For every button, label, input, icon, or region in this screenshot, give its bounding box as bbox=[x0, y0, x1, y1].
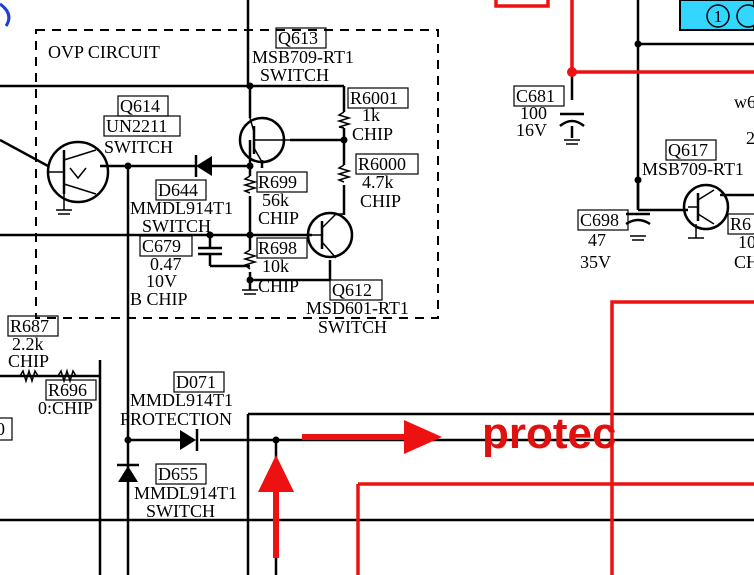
d644-role: SWITCH bbox=[142, 216, 211, 236]
c698-ref: C698 bbox=[580, 210, 619, 230]
ovp-boundary bbox=[35, 29, 439, 319]
r696-ref: R696 bbox=[48, 380, 87, 400]
q614-part: UN2211 bbox=[106, 116, 167, 136]
blue-edge-arc bbox=[0, 2, 11, 27]
ground-symbols bbox=[242, 289, 258, 295]
r696-value: 0:CHIP bbox=[38, 398, 93, 418]
right-r-value-clipped: 10 bbox=[738, 232, 754, 252]
c679-voltage: 10V bbox=[146, 271, 177, 291]
r698-ref: R698 bbox=[258, 238, 297, 258]
r698-type: CHIP bbox=[258, 276, 299, 296]
d071-part: MMDL914T1 bbox=[130, 390, 233, 410]
r687-type: CHIP bbox=[8, 351, 49, 371]
ref-boxes bbox=[0, 27, 754, 485]
d071-ref: D071 bbox=[176, 372, 216, 392]
d655-part: MMDL914T1 bbox=[134, 483, 237, 503]
r687-value: 2.2k bbox=[12, 334, 44, 354]
ovp-block-title: OVP CIRCUIT bbox=[48, 42, 160, 62]
q613-part: MSB709-RT1 bbox=[252, 47, 354, 67]
q613-role: SWITCH bbox=[260, 65, 329, 85]
c681-capacitor bbox=[559, 112, 585, 145]
r698-value: 10k bbox=[262, 256, 289, 276]
q612-transistor bbox=[306, 211, 354, 259]
c679-ref: C679 bbox=[142, 236, 181, 256]
r6000-value: 4.7k bbox=[362, 172, 394, 192]
r699-type: CHIP bbox=[258, 208, 299, 228]
c679-capacitor bbox=[198, 235, 250, 268]
r6000-ref: R6000 bbox=[358, 154, 406, 174]
q612-ref: Q612 bbox=[332, 280, 372, 300]
r6000-type: CHIP bbox=[360, 191, 401, 211]
right-r-ref-clipped: R6 bbox=[730, 214, 751, 234]
marker-label: 1 bbox=[714, 7, 723, 26]
r687-ref: R687 bbox=[10, 316, 49, 336]
junction-dots bbox=[124, 40, 642, 444]
c681-value: 100 bbox=[520, 103, 547, 123]
d071-diode bbox=[180, 429, 199, 451]
d655-diode bbox=[117, 463, 139, 482]
resistor-zigzags bbox=[19, 111, 352, 384]
r6001-type: CHIP bbox=[352, 124, 393, 144]
c679-value: 0.47 bbox=[150, 254, 182, 274]
c698-value: 47 bbox=[588, 230, 606, 250]
q612-role: SWITCH bbox=[318, 317, 387, 337]
d644-ref: D644 bbox=[158, 180, 198, 200]
d655-ref: D655 bbox=[158, 464, 198, 484]
right-r-type-clipped: CH bbox=[734, 252, 754, 272]
r6001-ref: R6001 bbox=[350, 88, 398, 108]
red-arrow-right bbox=[302, 420, 442, 454]
d644-part: MMDL914T1 bbox=[130, 198, 233, 218]
r699-value: 56k bbox=[262, 190, 289, 210]
c698-voltage: 35V bbox=[580, 252, 611, 272]
q617-ref: Q617 bbox=[668, 140, 708, 160]
left-clipped-label: 0 bbox=[0, 419, 5, 439]
red-arrow-up bbox=[258, 455, 294, 558]
q613-ref: Q613 bbox=[278, 28, 318, 48]
q617-part: MSB709-RT1 bbox=[642, 159, 744, 179]
d071-role: PROTECTION bbox=[120, 409, 232, 429]
c681-ref: C681 bbox=[516, 86, 555, 106]
q614-transistor bbox=[46, 140, 110, 215]
c681-voltage: 16V bbox=[516, 120, 547, 140]
q612-part: MSD601-RT1 bbox=[306, 298, 409, 318]
q614-ref: Q614 bbox=[120, 96, 160, 116]
r6001-value: 1k bbox=[362, 105, 380, 125]
right-top-clipped: w6 bbox=[734, 92, 754, 112]
right-mid-clipped: 2 bbox=[746, 128, 754, 148]
d644-diode bbox=[194, 155, 212, 177]
q613-transistor bbox=[238, 116, 290, 164]
r699-ref: R699 bbox=[258, 172, 297, 192]
cyan-connector-block: 1 bbox=[679, 0, 754, 31]
q617-transistor bbox=[682, 183, 730, 239]
c679-type: B CHIP bbox=[130, 289, 188, 309]
q614-role: SWITCH bbox=[104, 137, 173, 157]
protection-highlight-text: protec bbox=[482, 409, 616, 458]
red-annotation-lines bbox=[356, 0, 754, 575]
d655-role: SWITCH bbox=[146, 501, 215, 521]
